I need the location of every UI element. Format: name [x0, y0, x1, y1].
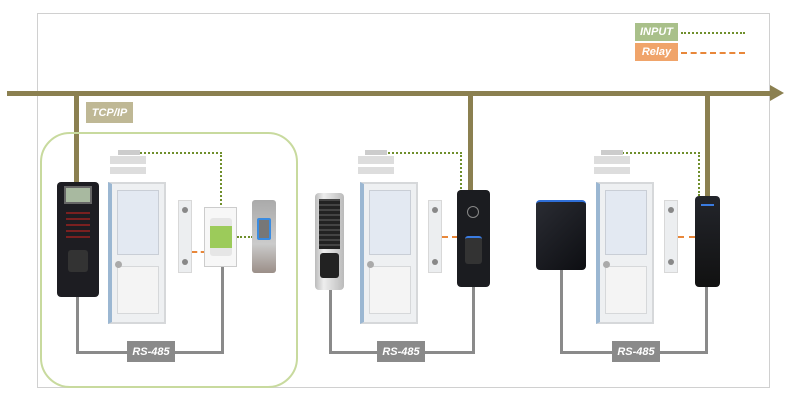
door-lock-strip: [110, 156, 146, 164]
drop-line-1: [74, 93, 79, 185]
card-reader-device: [695, 196, 720, 287]
relay-wire: [442, 236, 458, 238]
terminal-board: [210, 218, 232, 256]
fingerprint-sensor-icon: [68, 250, 88, 272]
diagram-frame: [37, 13, 770, 388]
legend-relay: Relay: [635, 43, 678, 61]
electric-lock: [428, 200, 442, 273]
fingerprint-sensor-icon: [465, 236, 482, 264]
reader-grille: [319, 199, 340, 249]
rs485-label: RS-485: [612, 341, 660, 362]
rs485-line: [560, 268, 563, 352]
door-sensor-magnet: [365, 150, 387, 155]
rs485-label: RS-485: [377, 341, 425, 362]
door-sensor-magnet: [601, 150, 623, 155]
rs485-line: [472, 285, 475, 354]
arrow-right-icon: [770, 85, 784, 101]
door-lock-strip: [594, 156, 630, 164]
fingerprint-reader-device: [457, 190, 490, 287]
input-wire: [460, 152, 462, 192]
drop-line-2: [468, 93, 473, 191]
rs485-line: [329, 288, 332, 352]
input-wire: [140, 152, 222, 154]
door-lock-strip: [594, 167, 630, 174]
door: [108, 182, 166, 324]
input-wire: [237, 236, 253, 238]
door-lock-strip: [110, 167, 146, 174]
rs485-label: RS-485: [127, 341, 175, 362]
fingerprint-reader-device: [315, 193, 344, 290]
legend-input: INPUT: [635, 23, 678, 41]
group-1-highlight: [40, 132, 298, 388]
rs485-line: [705, 285, 708, 354]
legend-relay-line: [681, 52, 745, 54]
status-led: [701, 204, 714, 206]
door-sensor-magnet: [118, 150, 140, 155]
input-wire: [385, 152, 462, 154]
exit-button-light: [257, 218, 271, 240]
io-controller-module: [204, 207, 237, 267]
door: [360, 182, 418, 324]
door: [596, 182, 654, 324]
rs485-line: [221, 265, 224, 354]
relay-wire: [678, 236, 695, 238]
fingerprint-reader-device: [57, 182, 99, 297]
exit-button: [252, 200, 276, 273]
door-lock-strip: [358, 167, 394, 174]
electric-lock: [664, 200, 678, 273]
lcd-screen: [64, 186, 92, 204]
relay-wire: [192, 251, 206, 253]
legend-input-line: [681, 32, 745, 34]
door-lock-strip: [358, 156, 394, 164]
card-reader-device: [536, 200, 586, 270]
electric-lock: [178, 200, 192, 273]
rfid-icon: [467, 206, 479, 218]
rs485-line: [76, 295, 79, 353]
tcpip-label: TCP/IP: [86, 102, 133, 123]
input-wire: [622, 152, 700, 154]
keypad: [66, 212, 90, 242]
tcpip-bus-line: [7, 91, 772, 96]
input-wire: [698, 152, 700, 196]
fingerprint-sensor-icon: [320, 253, 339, 278]
input-wire: [220, 152, 222, 209]
drop-line-3: [705, 93, 710, 196]
